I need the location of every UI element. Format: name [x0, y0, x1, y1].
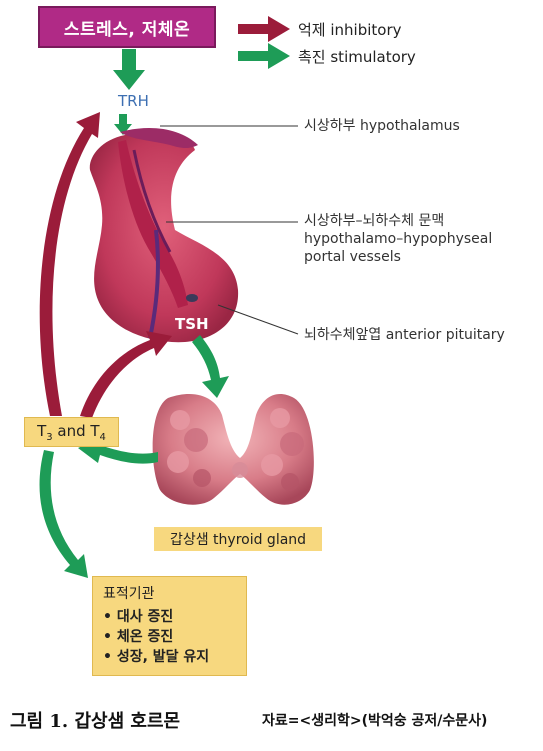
- portal-line2: hypothalamo–hypophyseal: [304, 231, 493, 247]
- hypothalamus-label: 시상하부 hypothalamus: [304, 118, 460, 134]
- t3t4-to-hypothalamus-arrow: [39, 112, 100, 416]
- pituitary-leader: [217, 304, 299, 335]
- portal-line1: 시상하부–뇌하수체 문맥: [304, 213, 445, 229]
- legend-stimulatory-arrow: [238, 43, 290, 69]
- t3-t4-box: T3 and T4: [24, 417, 119, 447]
- legend-inhibitory-arrow: [238, 16, 290, 42]
- target-organs-title: 표적기관: [103, 586, 155, 602]
- tsh-to-thyroid-arrow: [192, 335, 229, 398]
- stressor-box: 스트레스, 저체온: [38, 6, 216, 48]
- t3-t4-label: T3 and T4: [37, 421, 106, 443]
- t3t4-to-target-arrow: [39, 450, 88, 578]
- thyroid-illustration: [152, 394, 314, 505]
- anterior-pituitary-label: 뇌하수체앞엽 anterior pituitary: [304, 327, 505, 343]
- figure-caption: 그림 1. 갑상샘 호르몬: [10, 711, 181, 732]
- tsh-label: TSH: [175, 315, 209, 333]
- portal-vessels-label: 시상하부–뇌하수체 문맥 hypothalamo–hypophyseal por…: [304, 212, 492, 266]
- effect-item: • 대사 증진: [103, 609, 174, 625]
- t3t4-to-pituitary-arrow: [80, 331, 172, 418]
- target-organs-box: 표적기관 • 대사 증진 • 체온 증진 • 성장, 발달 유지: [92, 576, 247, 676]
- stressor-label: 스트레스, 저체온: [63, 19, 191, 40]
- stressor-to-trh-arrow: [113, 49, 145, 90]
- thyroid-label: 갑상샘 thyroid gland: [154, 527, 322, 551]
- trh-to-hypothalamus-arrow: [114, 114, 132, 135]
- pituitary-illustration: [89, 128, 239, 343]
- trh-label: TRH: [118, 92, 149, 110]
- portal-line3: portal vessels: [304, 249, 401, 265]
- effect-item: • 체온 증진: [103, 629, 174, 645]
- effect-item: • 성장, 발달 유지: [103, 649, 210, 665]
- figure-source: 자료=<생리학>(박억숭 공저/수문사): [262, 713, 488, 729]
- legend-inhibitory-label: 억제 inhibitory: [298, 21, 402, 39]
- legend-stimulatory-label: 촉진 stimulatory: [298, 48, 416, 66]
